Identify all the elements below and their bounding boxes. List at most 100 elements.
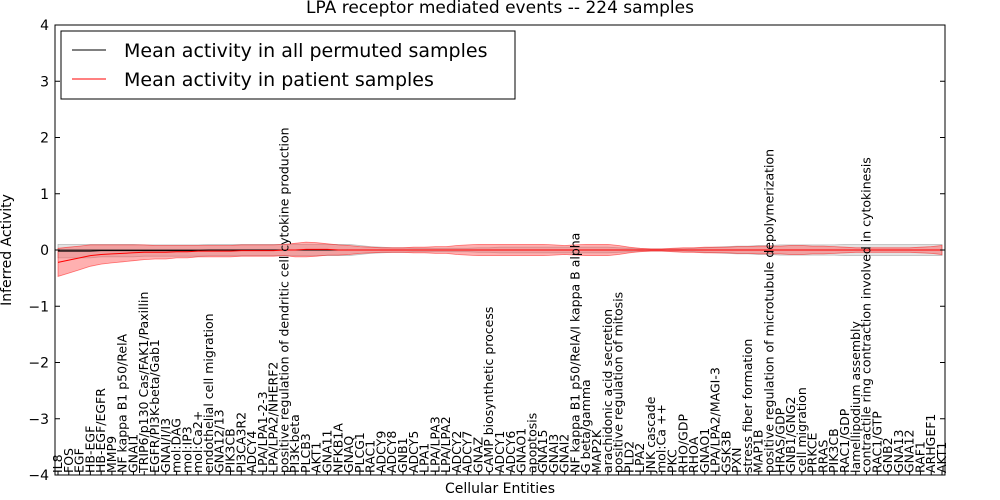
x-tick-label: RHOA: [686, 436, 701, 473]
y-tick-label: −3: [28, 412, 49, 428]
x-tick-label: positive regulation of microtubule depol…: [762, 149, 777, 473]
x-tick-label: GNAI2: [557, 434, 572, 473]
x-tick-label: arachidonic acid secretion: [600, 309, 615, 473]
x-tick-label: mol:Ca2+: [190, 411, 205, 473]
x-tick-label: GNAQ: [341, 436, 356, 473]
x-tick-label: ADCY8: [384, 431, 399, 473]
x-tick-label: GSK3B: [718, 431, 733, 473]
x-tick-label: RAC1/GTP: [869, 411, 884, 473]
x-tick-label: PI3K-beta: [287, 414, 302, 473]
permuted-band: [57, 244, 943, 259]
x-tick-label: LPA/LPA1-2-3: [255, 391, 270, 473]
y-tick-label: 4: [40, 18, 49, 34]
y-axis-label: Inferred Activity: [0, 194, 15, 306]
legend-label-patient: Mean activity in patient samples: [124, 69, 434, 91]
legend: Mean activity in all permuted samples Me…: [60, 30, 516, 100]
patient-band: [57, 241, 943, 277]
x-tick-label: GNAO1: [697, 428, 712, 473]
x-axis-label: Cellular Entities: [445, 481, 555, 497]
x-tick-label: cAMP biosynthetic process: [481, 307, 496, 473]
x-tick-label: G beta/gamma: [578, 379, 593, 473]
legend-label-permuted: Mean activity in all permuted samples: [124, 40, 487, 62]
x-tick-label: positive regulation of mitosis: [611, 292, 626, 473]
x-tick-label: IL8: [50, 454, 65, 473]
x-tick-label: mol:DAG: [169, 418, 184, 473]
x-tick-label: apoptosis: [524, 413, 539, 473]
x-tick-label: GNAI/I/I3: [158, 418, 173, 473]
x-tick-label: JNK cascade: [643, 396, 658, 474]
x-tick-label: LPA/LPA2/NHERF2: [266, 362, 281, 473]
x-tick-label: GNA12/13: [212, 409, 227, 473]
x-tick-label: PLCB3: [298, 433, 313, 473]
x-tick-label: ADCY1: [492, 431, 507, 473]
x-tick-label: EGF: [72, 448, 87, 473]
x-tick-label: LPA/LPA3: [427, 416, 442, 473]
x-tick-label: HB-EGF/EGFR: [93, 388, 108, 473]
x-tick-label: LPA2: [632, 443, 647, 473]
chart-title: LPA receptor mediated events -- 224 samp…: [306, 0, 694, 18]
x-tick-label: GNA15: [535, 430, 550, 474]
x-tick-label: lamellipodium assembly: [848, 321, 863, 473]
x-tick-label: PIK3CB: [826, 428, 841, 473]
x-tick-label: ADCY6: [503, 431, 518, 473]
x-tick-label: ARHGEF1: [923, 414, 938, 473]
x-tick-label: contractile ring contraction involved in…: [859, 157, 874, 473]
y-tick-label: 0: [40, 243, 49, 259]
x-tick-label: MAP2K: [589, 429, 604, 473]
x-tick-label: GNA11: [320, 430, 335, 474]
x-tick-label: ADCY9: [373, 431, 388, 473]
x-tick-label: AKT1: [934, 442, 949, 473]
x-tick-label: GNA12: [902, 430, 917, 474]
x-tick-label: HB-EGF: [82, 426, 97, 473]
x-tick-label: NFKB1A: [330, 423, 345, 473]
x-tick-label: NF kappa B1 p50/RelA/I kappa B alpha: [568, 233, 583, 473]
x-tick-label: RAF1: [912, 441, 927, 473]
x-tick-label: MAP1B: [751, 430, 766, 473]
x-tick-label: mol:IP3: [179, 426, 194, 473]
x-tick-label: mol:Ca ++: [654, 404, 669, 473]
x-tick-label: MMP9: [104, 436, 119, 473]
x-tick-label: AKT1: [309, 442, 324, 473]
y-tick-label: 1: [40, 187, 49, 203]
x-tick-label: RRAS: [815, 440, 830, 473]
x-tick-label: PLD2: [621, 441, 636, 473]
x-tick-label: EGFR/PI3K-beta/Gab1: [147, 339, 162, 473]
y-tick-label: −4: [28, 468, 49, 484]
x-tick-label: GNB2: [880, 437, 895, 473]
y-tick-label: −1: [28, 299, 49, 315]
x-tick-label: GNAI1: [126, 434, 141, 473]
plot-area: [55, 241, 945, 277]
x-tick-label: GNAO1: [514, 428, 529, 473]
y-tick-label: −2: [28, 356, 49, 372]
x-tick-label: GNB1: [395, 437, 410, 473]
x-tick-label: ADCY2: [449, 431, 464, 473]
x-tick-label: FOS: [61, 448, 76, 473]
x-tick-label: RHO/GDP: [675, 414, 690, 473]
x-tick-label: TRIP6/p130 Cas/FAK1/Paxillin: [136, 292, 151, 474]
x-tick-label: cell migration: [794, 387, 809, 473]
x-tick-label: NF kappa B1 p50/RelA: [115, 333, 130, 473]
x-tick-label: GNAI3: [546, 434, 561, 473]
x-tick-label: RAC1: [363, 440, 378, 473]
x-tick-label: positive regulation of dendritic cell cy…: [276, 127, 291, 473]
x-tick-label: PI3CA3R2: [233, 412, 248, 473]
x-tick-label: endothelial cell migration: [201, 313, 216, 473]
x-tick-label: LPA/LPA2: [438, 416, 453, 473]
x-tick-label: PXN: [729, 448, 744, 473]
x-tick-label: PKC: [665, 449, 680, 473]
x-tick-label: LPA/LPA2/MAGI-3: [708, 367, 723, 473]
patient-mean-line: [57, 248, 942, 263]
x-tick-label: ADCY4: [244, 431, 259, 473]
x-tick-label: ADCY7: [460, 431, 475, 473]
x-tick-label: stress fiber formation: [740, 339, 755, 473]
x-tick-label: GNA13: [891, 430, 906, 474]
x-tick-label: ADCY5: [406, 431, 421, 473]
x-tick-label: LPA1: [417, 443, 432, 473]
x-tick-label: PRKCE: [805, 433, 820, 473]
x-tick-label: PLCG1: [352, 432, 367, 473]
x-tick-label: PIK3CB: [223, 428, 238, 473]
x-tick-label: GNB1/GNG2: [783, 397, 798, 473]
y-tick-label: 3: [40, 74, 49, 90]
